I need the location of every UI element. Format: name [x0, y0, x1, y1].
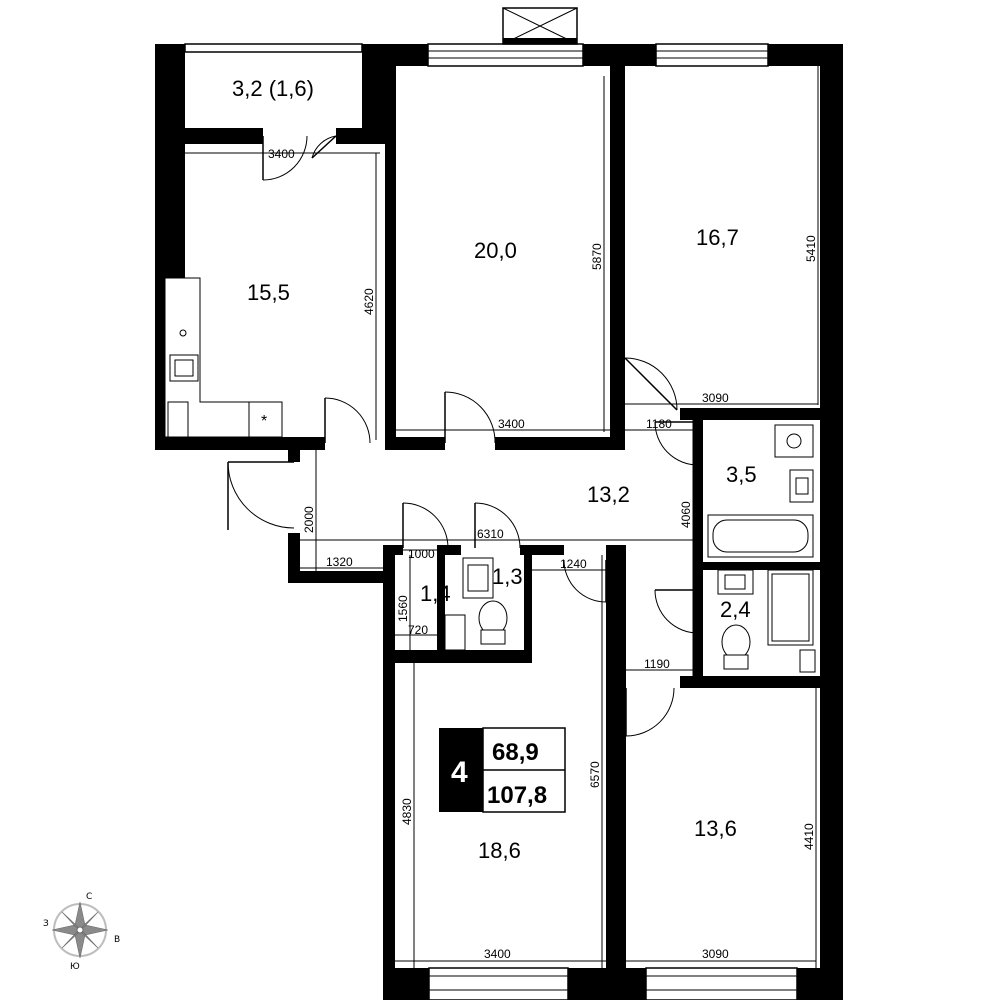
dim-kitchen-width: 3400: [268, 147, 295, 161]
dim-center-depth: 5870: [590, 243, 604, 270]
fridge-icon: [248, 401, 283, 438]
dim-bath2-opening: 1190: [644, 657, 670, 671]
rooms-count: 4: [451, 756, 468, 789]
svg-text:*: *: [261, 413, 267, 430]
compass-icon: С З В Ю: [43, 892, 120, 972]
room-balcony-area: 3,2 (1,6): [232, 76, 314, 101]
dim-right-depth: 5410: [804, 235, 818, 262]
fixtures: *: [164, 277, 816, 673]
room-labels: 3,2 (1,6) 15,5 20,0 16,7 13,2 3,5 2,4 1,…: [232, 76, 757, 863]
summary-badge: 4 68,9 107,8: [439, 727, 566, 813]
living-area-value: 68,9: [492, 739, 539, 766]
dim-storage-door: 720: [408, 623, 428, 637]
dim-living-depth-left: 4830: [400, 798, 414, 825]
windows: [184, 7, 798, 1000]
compass-south: Ю: [70, 962, 80, 972]
room-bedroom-right-area: 16,7: [696, 225, 739, 250]
dimensions: 3400 4620 5870 3400 5410 3090 1180 6310 …: [165, 66, 819, 968]
walls: [155, 44, 843, 1000]
dim-hall-opening: 1180: [646, 417, 672, 431]
dim-right-width: 3090: [702, 391, 729, 405]
dim-bath-depth: 4060: [679, 501, 693, 528]
room-bathroom-top-area: 3,5: [726, 462, 757, 487]
room-wc-area: 1,3: [492, 564, 523, 589]
compass-north: С: [86, 892, 92, 902]
dim-storage-depth: 1560: [396, 595, 410, 622]
room-kitchen-area: 15,5: [247, 280, 290, 305]
room-storage-area: 1,4: [420, 581, 451, 606]
dim-center-width: 3400: [498, 417, 525, 431]
toilet-icon: [721, 624, 751, 660]
dim-bottom-right-depth: 4410: [802, 823, 816, 850]
dim-living-width: 3400: [484, 947, 511, 961]
dim-entry-width: 2000: [302, 506, 316, 533]
dim-kitchen-depth: 4620: [362, 288, 376, 315]
dim-entry-depth: 1320: [326, 555, 353, 569]
dim-wc-opening: 1240: [560, 557, 587, 571]
compass-west: З: [43, 919, 49, 929]
dim-bottom-right-width: 3090: [702, 947, 729, 961]
room-hall-area: 13,2: [587, 482, 630, 507]
room-bedroom-center-area: 20,0: [474, 238, 517, 263]
total-area-value: 107,8: [487, 782, 547, 809]
dim-living-depth-right: 6570: [588, 761, 602, 788]
room-bedroom-bottom-area: 13,6: [694, 816, 737, 841]
dim-hall-length: 6310: [477, 527, 504, 541]
compass-east: В: [114, 935, 120, 945]
room-bathroom-bottom-area: 2,4: [720, 597, 751, 622]
room-living-area: 18,6: [478, 838, 521, 863]
dim-storage-width: 1000: [408, 547, 435, 561]
